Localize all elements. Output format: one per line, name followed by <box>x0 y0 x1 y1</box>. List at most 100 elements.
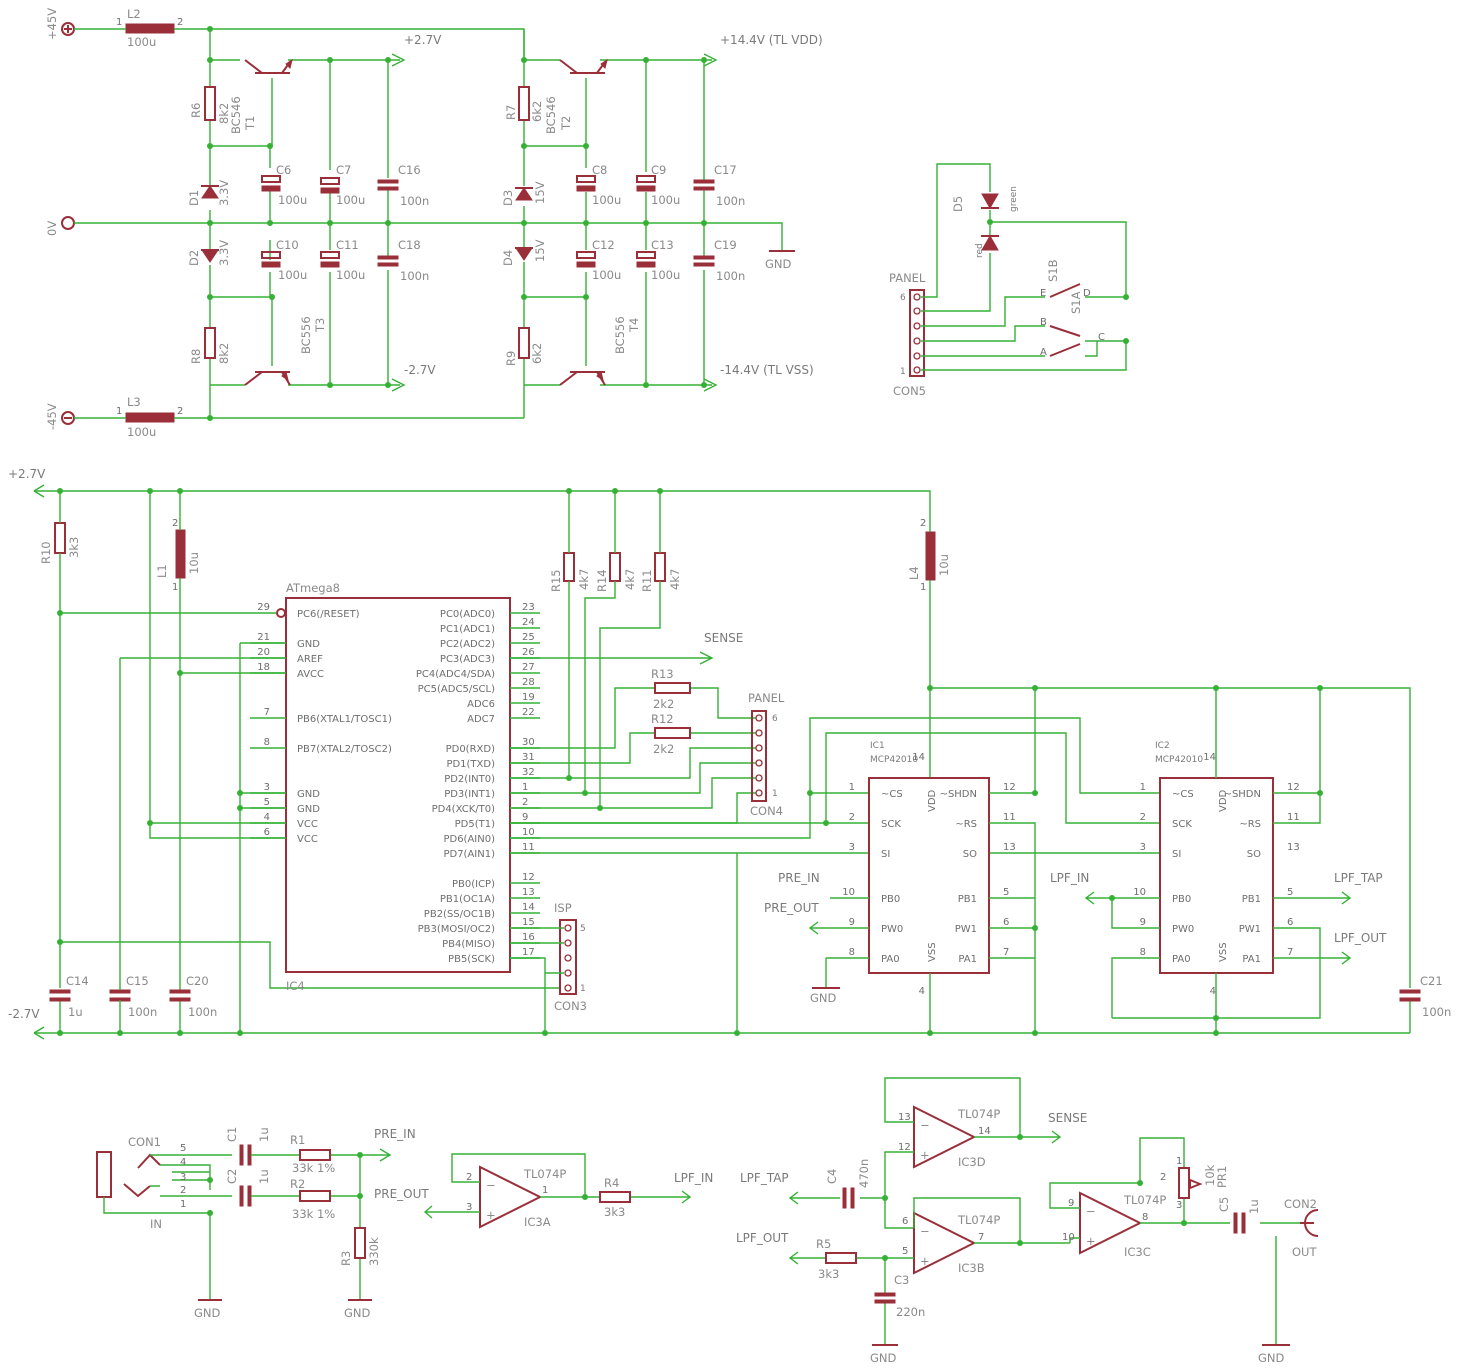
svg-text:S1A: S1A <box>1069 291 1083 314</box>
svg-text:1u: 1u <box>1247 1199 1261 1214</box>
label-minus45: -45V <box>45 403 59 430</box>
svg-text:B: B <box>1040 317 1047 328</box>
led-d5-green <box>981 193 999 210</box>
opamp-ic3d <box>913 1105 977 1169</box>
svg-text:6k2: 6k2 <box>530 343 544 364</box>
svg-text:L4: L4 <box>907 566 921 580</box>
svg-text:C8: C8 <box>592 163 607 177</box>
svg-text:1: 1 <box>180 1199 186 1210</box>
label-d5: D5 <box>951 196 965 212</box>
diode-d2 <box>201 249 219 263</box>
atmega-pin-label: PB4(MISO) <box>442 939 495 950</box>
svg-text:10u: 10u <box>187 552 201 574</box>
atmega-pin-label: PD5(T1) <box>455 819 495 830</box>
atmega-pin-label: PB6(XTAL1/TOSC1) <box>297 714 392 725</box>
label-gnd-r3: GND <box>344 1306 371 1320</box>
mcp-pin-label: ~SHDN <box>1224 789 1261 800</box>
inductor-l1 <box>175 529 186 579</box>
connector-isp <box>559 919 577 995</box>
svg-text:red: red <box>975 243 985 258</box>
svg-text:10u: 10u <box>937 554 951 576</box>
svg-text:D: D <box>1083 288 1091 299</box>
atmega-pin-number: 6 <box>264 827 270 838</box>
atmega-pin-label: PD2(INT0) <box>444 774 495 785</box>
mcp-pin-label: SI <box>881 849 890 860</box>
svg-text:2: 2 <box>177 17 183 28</box>
svg-text:1: 1 <box>772 789 778 799</box>
svg-text:15V: 15V <box>533 239 547 262</box>
label-in: IN <box>150 1217 162 1231</box>
mcp-pin-label: ~SHDN <box>940 789 977 800</box>
mcp-pin-label: PW0 <box>881 924 903 935</box>
label-m27b: -2.7V <box>8 1007 40 1021</box>
resistor-r15 <box>563 552 575 582</box>
svg-text:C7: C7 <box>336 163 351 177</box>
mcp-pin-number: 10 <box>1133 887 1146 898</box>
label-pre-in-audio: PRE_IN <box>374 1127 416 1141</box>
atmega-pin-number: 8 <box>264 737 270 748</box>
mcp-pin-label: PW1 <box>1239 924 1261 935</box>
label-m27: -2.7V <box>404 363 436 377</box>
svg-text:D4: D4 <box>501 250 515 266</box>
mcp-pin-number: 9 <box>849 917 855 928</box>
atmega-pin-number: 24 <box>522 617 535 628</box>
atmega-pin-number: 12 <box>522 872 535 883</box>
atmega-pin-label: ADC7 <box>467 714 495 725</box>
svg-text:C5: C5 <box>1217 1197 1231 1212</box>
svg-text:100u: 100u <box>336 268 365 282</box>
label-panel-con4: PANEL <box>748 691 785 705</box>
atmega-pin-label: PD3(INT1) <box>444 789 495 800</box>
svg-text:IC3A: IC3A <box>524 1215 551 1229</box>
svg-text:100n: 100n <box>1422 1005 1451 1019</box>
svg-text:100u: 100u <box>651 268 680 282</box>
label-ic4: IC4 <box>286 979 305 993</box>
atmega-pin-label: PB3(MOSI/OC2) <box>418 924 496 935</box>
svg-text:100n: 100n <box>400 269 429 283</box>
cap-c15 <box>109 989 131 1002</box>
ic-ic2 <box>1159 777 1274 974</box>
resistor-r7 <box>518 86 530 121</box>
cap-c3 <box>874 1292 896 1304</box>
svg-text:T3: T3 <box>313 318 327 333</box>
svg-text:2: 2 <box>1160 1172 1166 1183</box>
atmega-pin-label: ADC6 <box>467 699 495 710</box>
switch-s1a <box>1049 325 1081 357</box>
transistor-t2 <box>559 58 608 74</box>
svg-text:C12: C12 <box>592 238 615 252</box>
label-l3: L3 <box>127 395 141 409</box>
svg-text:8: 8 <box>1142 1212 1148 1223</box>
label-ic1: IC1 <box>870 741 885 751</box>
mcp-pin-label: PA1 <box>958 954 977 965</box>
svg-text:+: + <box>920 1148 930 1162</box>
svg-text:C11: C11 <box>336 238 359 252</box>
svg-text:R5: R5 <box>816 1237 831 1251</box>
svg-text:100n: 100n <box>188 1005 217 1019</box>
atmega-pin-number: 20 <box>257 647 270 658</box>
svg-text:13: 13 <box>898 1112 911 1123</box>
atmega-pin-number: 5 <box>264 797 270 808</box>
svg-text:C6: C6 <box>276 163 291 177</box>
connector-con4 <box>751 710 767 802</box>
atmega-pin-label: PB5(SCK) <box>448 954 495 965</box>
mcp-pin-number: 9 <box>1140 917 1146 928</box>
svg-text:1: 1 <box>172 582 178 593</box>
svg-text:8k2: 8k2 <box>217 343 231 364</box>
atmega-pin-number: 25 <box>522 632 535 643</box>
diode-d4 <box>515 247 533 261</box>
atmega-pin-number: 17 <box>522 947 535 958</box>
atmega-pin-label: PC0(ADC0) <box>440 609 495 620</box>
atmega-pin-number: 26 <box>522 647 535 658</box>
atmega-pin-label: PB0(ICP) <box>452 879 495 890</box>
inductor-l2 <box>125 23 175 34</box>
svg-text:100u: 100u <box>278 268 307 282</box>
mcp-pin-number: 13 <box>1003 842 1016 853</box>
atmega-pin-label: PC4(ADC4/SDA) <box>416 669 495 680</box>
svg-text:4: 4 <box>180 1157 186 1168</box>
svg-text:2: 2 <box>180 1185 186 1196</box>
svg-text:2: 2 <box>466 1172 472 1183</box>
svg-text:10k: 10k <box>1203 1164 1217 1186</box>
svg-text:−: − <box>920 1118 930 1132</box>
